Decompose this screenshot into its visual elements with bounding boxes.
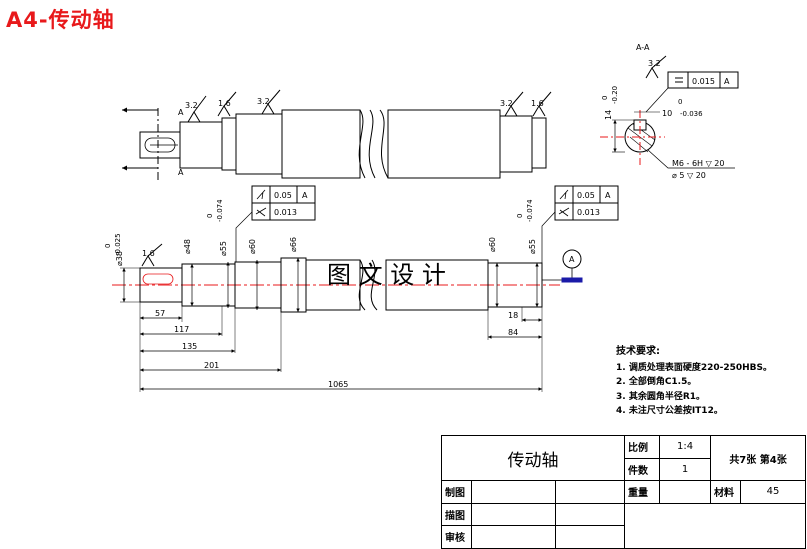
tol-right-upper: 0 [516, 214, 524, 218]
page-title: A4-传动轴 [6, 8, 115, 32]
keyway-width: 10 [662, 109, 672, 118]
length-label: 117 [174, 325, 189, 334]
tech-note-item: 1. 调质处理表面硬度220-250HBS。 [616, 362, 772, 373]
tech-note-item: 4. 未注尺寸公差按IT12。 [616, 406, 723, 416]
title-block: 传动轴 比例 1:4 共7张 第4张 件数 1 制图 重量 材料 45 描图 审… [440, 435, 807, 549]
flatness-value: 0.015 [692, 77, 715, 86]
material-label: 材料 [710, 480, 742, 504]
runout-right-datum: A [605, 191, 611, 200]
keyway-depth: 14 [604, 110, 613, 120]
weight-label: 重量 [624, 480, 661, 504]
roughness-label: 3.2 [257, 97, 270, 106]
length-label: 84 [508, 328, 518, 337]
cylindricity-left: 0.013 [274, 208, 297, 217]
company-cell [624, 502, 807, 549]
tol-mid-lower: -0.074 [216, 199, 224, 222]
roughness-label: 3.2 [500, 99, 513, 108]
keyway-width-lower: -0.036 [680, 110, 703, 118]
weight-value [659, 480, 712, 504]
material-value: 45 [740, 480, 807, 504]
runout-right-value: 0.05 [577, 191, 595, 200]
length-label: 135 [182, 342, 197, 351]
cut-label-top: A [178, 108, 184, 117]
diameter-label: ⌀55 [528, 239, 537, 254]
cut-label-bottom: A [178, 168, 184, 177]
length-label: 1065 [328, 380, 348, 389]
section-label: A-A [636, 43, 650, 52]
traced-label: 描图 [441, 502, 472, 526]
length-label: 201 [204, 361, 219, 370]
traced-value [471, 502, 556, 526]
length-label: 18 [508, 311, 518, 320]
traced-date [554, 502, 626, 526]
keyway-depth-upper: 0 [601, 96, 609, 100]
tol-left-lower: -0.025 [114, 233, 122, 256]
section-roughness: 3.2 [648, 59, 661, 68]
checked-label: 审核 [441, 525, 472, 549]
checked-value [471, 525, 556, 549]
runout-left-datum: A [302, 191, 308, 200]
diameter-label: ⌀55 [219, 241, 228, 256]
tol-right-lower: -0.074 [526, 199, 534, 222]
drawn-value [471, 480, 556, 504]
roughness-label: 3.2 [185, 101, 198, 110]
runout-left-value: 0.05 [274, 191, 292, 200]
technical-requirements: 技术要求: 1. 调质处理表面硬度220-250HBS。 2. 全部倒角C1.5… [616, 345, 772, 419]
roughness-left: 1.6 [142, 249, 155, 258]
tech-note-item: 3. 其余圆角半径R1。 [616, 391, 706, 402]
drawn-date [554, 480, 626, 504]
keyway-depth-lower: -0.20 [611, 86, 619, 104]
section-view [600, 55, 739, 169]
tol-left-upper: 0 [104, 244, 112, 248]
qty-value: 1 [659, 457, 712, 481]
diameter-label: ⌀38 [115, 251, 124, 266]
scale-value: 1:4 [659, 435, 712, 459]
top-view [122, 89, 552, 180]
thread-spec: M6 - 6H ▽ 20 [672, 159, 725, 168]
center-stamp: 图 文 设 计 [327, 261, 446, 289]
qty-label: 件数 [624, 457, 661, 481]
diameter-label: ⌀60 [248, 239, 257, 254]
diameter-label: ⌀48 [183, 239, 192, 254]
diameter-label: ⌀66 [289, 237, 298, 252]
tech-note-item: 2. 全部倒角C1.5。 [616, 377, 697, 387]
cylindricity-right: 0.013 [577, 208, 600, 217]
checked-date [554, 525, 626, 549]
flatness-datum: A [724, 77, 730, 86]
main-view [112, 185, 619, 392]
datum-label: A [569, 255, 575, 264]
roughness-label: 1.6 [218, 99, 231, 108]
tech-notes-title: 技术要求: [616, 346, 660, 357]
sheet-count: 共7张 第4张 [710, 435, 807, 481]
drawn-label: 制图 [441, 480, 472, 504]
tol-mid-upper: 0 [206, 214, 214, 218]
length-label: 57 [155, 309, 165, 318]
diameter-label: ⌀60 [488, 237, 497, 252]
scale-label: 比例 [624, 435, 661, 459]
roughness-label: 1.6 [531, 99, 544, 108]
part-name: 传动轴 [440, 435, 626, 481]
keyway-width-upper: 0 [678, 98, 682, 106]
hole-spec: ⌀ 5 ▽ 20 [672, 171, 706, 180]
